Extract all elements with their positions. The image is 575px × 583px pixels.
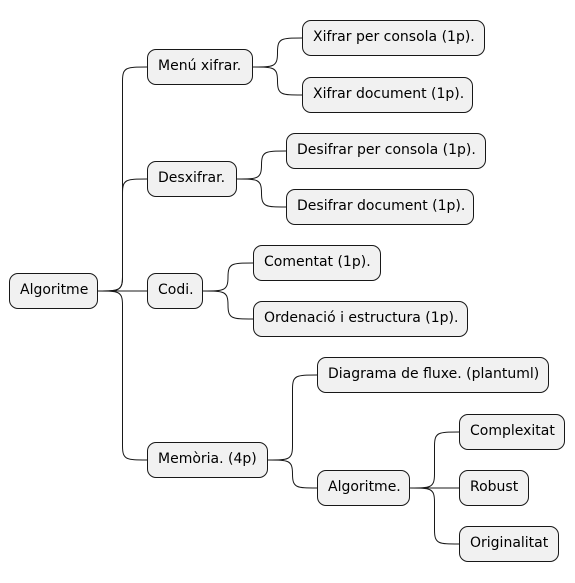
connector-algoritme-originalitat <box>409 487 460 545</box>
root-node: Algoritme <box>9 273 98 309</box>
connector-codi-comentat <box>202 262 254 292</box>
connector-menu-document <box>252 66 303 96</box>
connector-codi-ordenacio <box>202 290 254 320</box>
connector-root-memoria <box>97 290 148 461</box>
connector-algoritme-complexitat <box>409 431 460 489</box>
leaf-xifrar-consola: Xifrar per consola (1p). <box>302 20 485 56</box>
connector-desxifrar-document <box>236 178 287 208</box>
branch-desxifrar: Desxifrar. <box>147 161 237 197</box>
leaf-robust: Robust <box>459 470 529 506</box>
leaf-desifrar-document: Desifrar document (1p). <box>286 189 474 225</box>
branch-menu-xifrar: Menú xifrar. <box>147 49 253 85</box>
branch-codi: Codi. <box>147 273 203 309</box>
connector-root-desxifrar <box>97 178 148 292</box>
connector-desxifrar-consola <box>236 150 287 180</box>
connector-menu-consola <box>252 37 303 68</box>
leaf-comentat: Comentat (1p). <box>253 245 381 281</box>
leaf-originalitat: Originalitat <box>459 526 559 562</box>
leaf-complexitat: Complexitat <box>459 414 565 450</box>
leaf-desifrar-consola: Desifrar per consola (1p). <box>286 133 486 169</box>
leaf-ordenacio: Ordenació i estructura (1p). <box>253 301 468 337</box>
branch-memoria: Memòria. (4p) <box>147 442 268 478</box>
node-algoritme-sub: Algoritme. <box>317 470 410 506</box>
leaf-xifrar-document: Xifrar document (1p). <box>302 77 473 113</box>
connector-memoria-algoritme <box>267 459 318 489</box>
leaf-diagrama-fluxe: Diagrama de fluxe. (plantuml) <box>317 357 549 393</box>
connector-memoria-diagrama <box>267 374 318 461</box>
